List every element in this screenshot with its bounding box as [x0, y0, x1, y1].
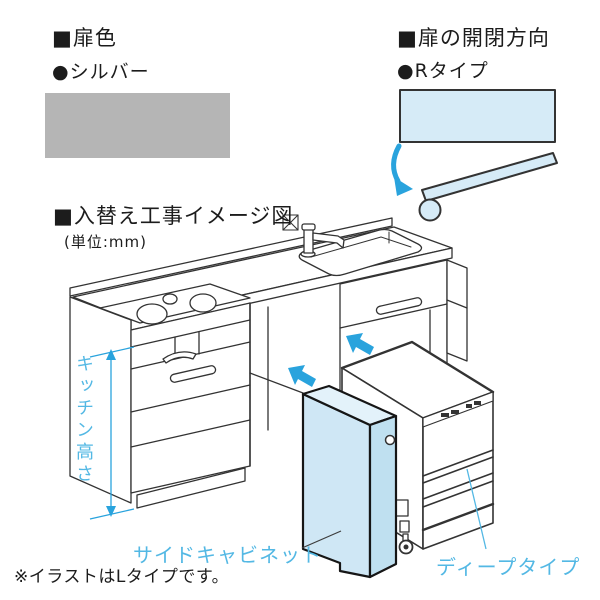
- door-hinge-roller: [418, 198, 442, 222]
- control-panel-buttons: [441, 401, 481, 417]
- door-panel-closed: [399, 89, 556, 143]
- kitchen-height-label: キッチン高さ: [73, 354, 94, 486]
- insert-arrow-icon: [288, 365, 316, 387]
- door-open-diagram: [391, 89, 558, 222]
- open-bay: [249, 302, 304, 467]
- side-cabinet-knob: [384, 434, 396, 446]
- door-open-arrow-head: [394, 177, 413, 196]
- side-cabinet-label: サイドキャビネット: [133, 543, 322, 567]
- adjustable-foot: [395, 499, 414, 555]
- sink-drawer-handle: [375, 297, 423, 315]
- door-direction-option-r-type: ●Rタイプ: [397, 60, 489, 82]
- side-cabinet-edge: [368, 414, 398, 579]
- wall-valve-icon: [282, 214, 299, 231]
- faucet: [300, 223, 345, 258]
- insert-arrows: [288, 333, 374, 387]
- door-color-swatch: [45, 93, 230, 158]
- drawer-curved-handle: [162, 351, 197, 364]
- door-color-option-silver: ●シルバー: [52, 61, 150, 83]
- cooktop: [99, 283, 251, 325]
- deep-type-leader: [466, 468, 487, 550]
- door-open-arrow-icon: [391, 143, 402, 184]
- unit-note: (単位:mm): [64, 233, 147, 251]
- door-panel-open: [421, 152, 558, 202]
- cooktop-cabinet-kick: [136, 467, 246, 509]
- door-direction-heading: ■扉の開閉方向: [397, 26, 550, 50]
- replacement-diagram-heading: ■入替え工事イメージ図: [53, 204, 294, 228]
- drawer-handle: [169, 365, 217, 383]
- sink-cabinet-side: [446, 259, 468, 362]
- kitchen-height-dimension: [89, 346, 135, 520]
- door-color-heading: ■扉色: [52, 26, 117, 50]
- side-cabinet: [301, 384, 398, 579]
- side-cabinet-leader: [301, 530, 342, 549]
- dishwasher-control-panel: [422, 391, 494, 428]
- deep-type-label: ディープタイプ: [436, 555, 581, 579]
- footnote: ※イラストはLタイプです。: [14, 567, 230, 587]
- insert-arrow-icon: [346, 333, 374, 355]
- sink: [298, 228, 423, 277]
